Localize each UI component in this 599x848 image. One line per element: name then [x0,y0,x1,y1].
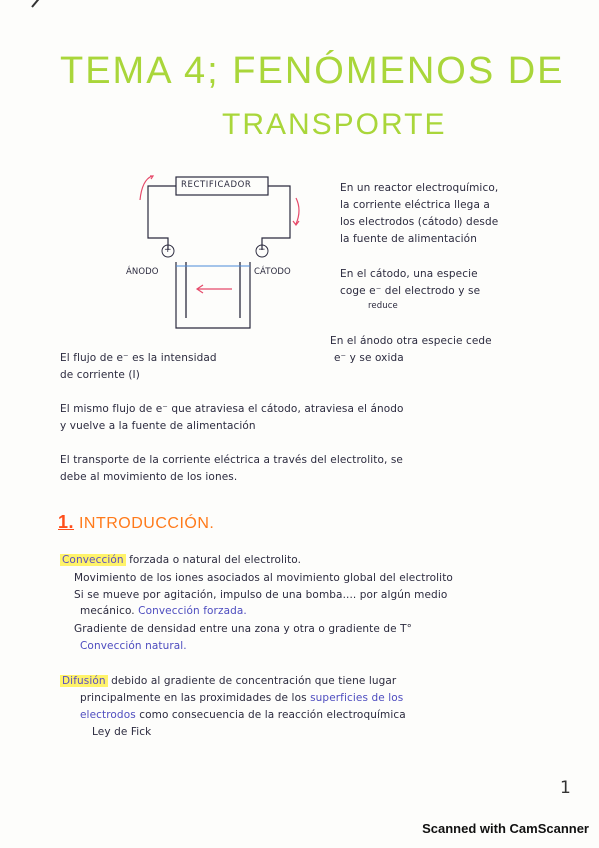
note-cathode-line3: reduce [368,301,398,311]
note-anode-line2: e⁻ y se oxida [334,352,404,364]
cathode-label: CÁTODO [254,267,291,277]
para2-line2: debe al movimiento de los iones. [60,471,238,483]
note-reactor-line2: la corriente eléctrica llega a [340,199,490,211]
para1-line2: y vuelve a la fuente de alimentación [60,420,256,432]
difusion-superficies: superficies de los [310,692,404,704]
page-title-line1: TEMA 4; FENÓMENOS DE [60,50,565,92]
note-cathode-line2: coge e⁻ del electrodo y se [340,285,481,297]
note-reactor-line1: En un reactor electroquímico, [340,182,499,194]
difusion-line1: Difusión debido al gradiente de concentr… [60,673,396,690]
rectifier-box [175,176,269,196]
section-number: 1. [58,512,75,532]
section-title: INTRODUCCIÓN. [78,515,215,532]
conveccion-line5: Gradiente de densidad entre una zona y o… [74,623,412,635]
conveccion-line4: mecánico. Convección forzada. [80,603,247,620]
difusion-electrodos: electrodos [80,709,136,721]
rectifier-label: RECTIFICADOR [181,180,252,190]
difusion-line2: principalmente en las proximidades de lo… [80,690,403,707]
conveccion-line1: Convección forzada o natural del electro… [60,552,301,569]
note-reactor-line3: los electrodos (cátodo) desde [340,216,499,228]
difusion-line3b: como consecuencia de la reacción electro… [135,709,406,721]
note-flux-line1: El flujo de e⁻ es la intensidad [60,352,217,364]
page-title-line2: TRANSPORTE [222,108,447,141]
difusion-line1-rest: debido al gradiente de concentración que… [107,675,397,687]
conveccion-line2: Movimiento de los iones asociados al mov… [74,572,453,584]
note-anode-line1: En el ánodo otra especie cede [330,335,492,347]
difusion-line2a: principalmente en las proximidades de lo… [80,692,311,704]
difusion-line3: electrodos como consecuencia de la reacc… [80,707,406,724]
conveccion-forzada: Convección forzada. [138,605,247,617]
conveccion-natural: Convección natural. [80,640,187,652]
difusion-term: Difusión [60,675,108,687]
conveccion-line3: Si se mueve por agitación, impulso de un… [74,589,448,601]
section-heading: 1. INTRODUCCIÓN. [58,512,214,533]
conveccion-line4a: mecánico. [80,605,139,617]
camscanner-footer: Scanned with CamScanner [422,821,589,836]
para1-line1: El mismo flujo de e⁻ que atraviesa el cá… [60,403,404,415]
conveccion-line1-rest: forzada o natural del electrolito. [125,554,302,566]
difusion-line4: Ley de Fick [92,726,152,738]
plus-sign: + [164,245,172,255]
note-cathode-line1: En el cátodo, una especie [340,268,478,280]
note-reactor-line4: la fuente de alimentación [340,233,477,245]
minus-sign: − [258,245,266,255]
para2-line1: El transporte de la corriente eléctrica … [60,454,403,466]
conveccion-term: Convección [60,554,126,566]
note-flux-line2: de corriente (I) [60,369,140,381]
anode-label: ÁNODO [126,267,159,277]
page-number: 1 [560,778,571,798]
